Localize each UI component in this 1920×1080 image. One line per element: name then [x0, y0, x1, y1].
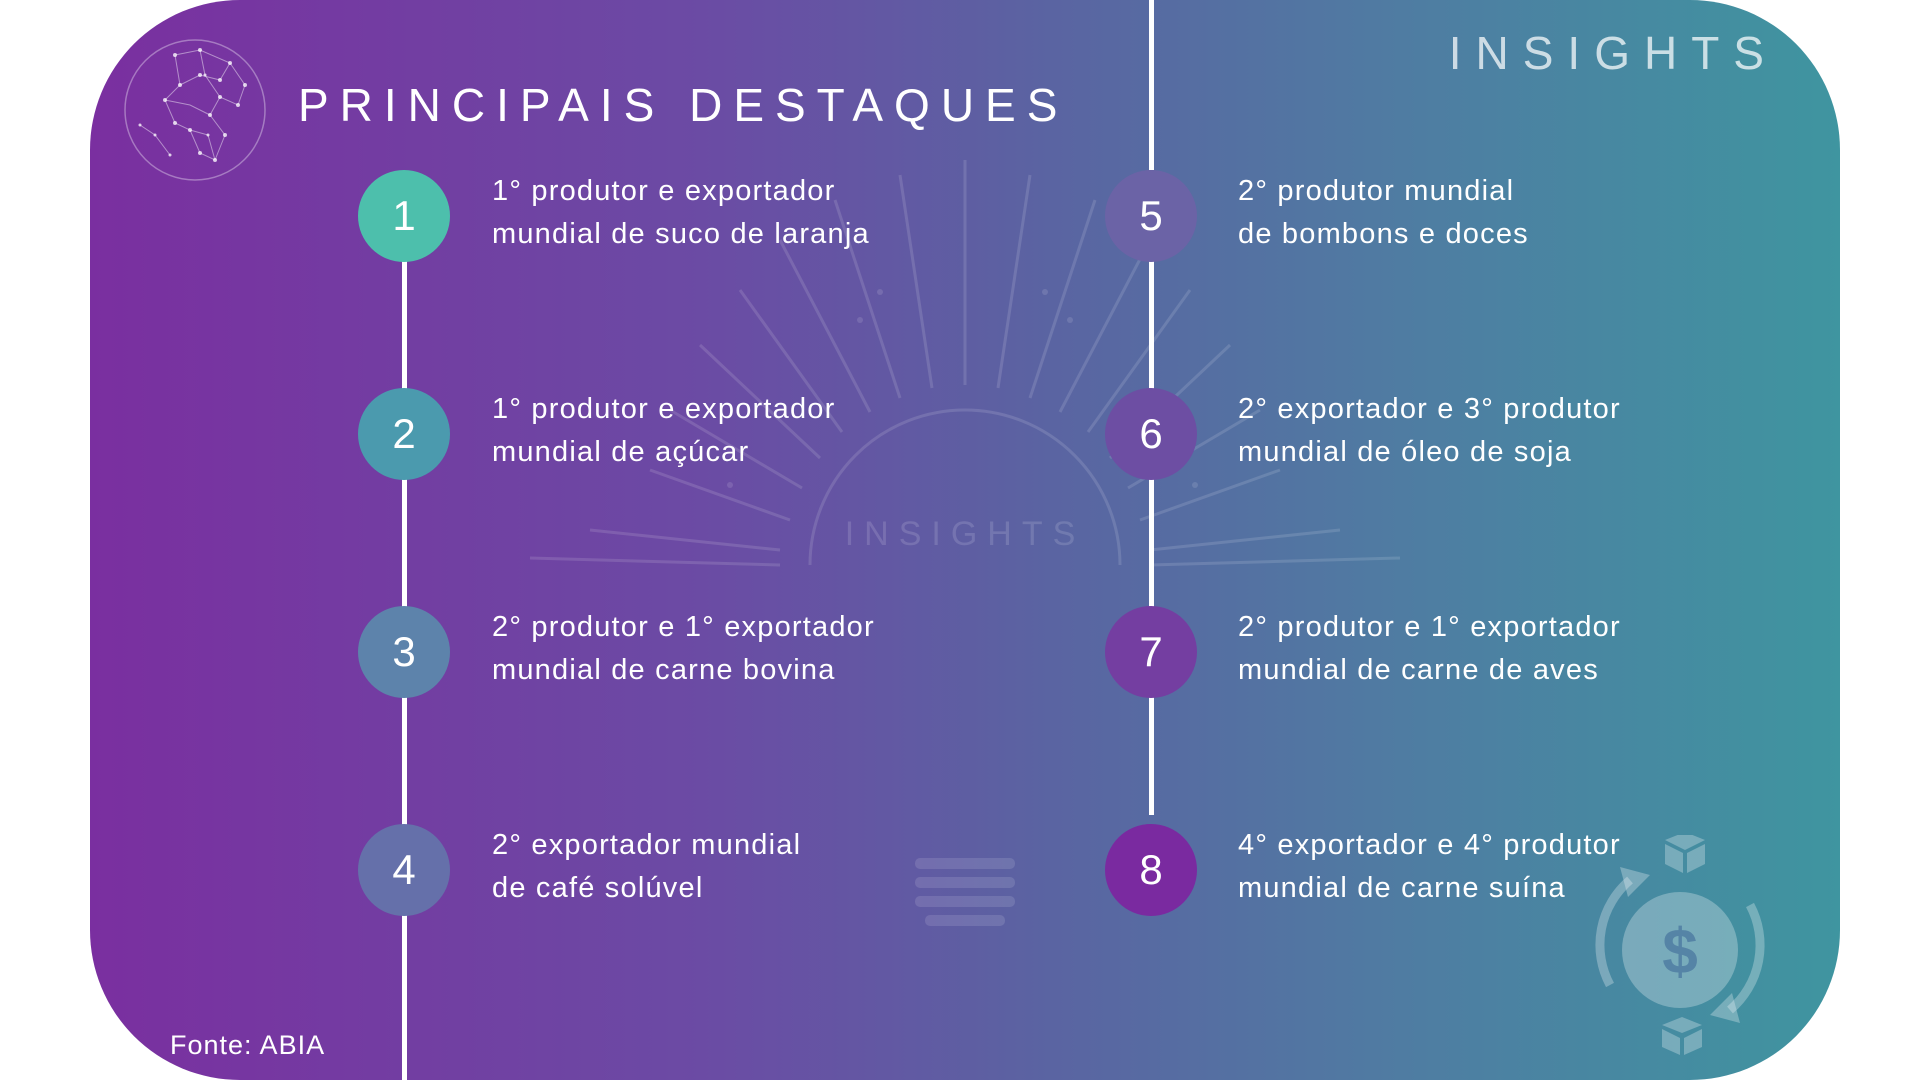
- infographic-card: INSIGHTS PRINCIPAIS DE: [90, 0, 1840, 1080]
- highlight-line-1: 2° exportador mundial: [492, 829, 802, 861]
- highlight-line-2: mundial de óleo de soja: [1238, 436, 1572, 468]
- item-number: 7: [1139, 628, 1163, 675]
- center-divider: [1149, 0, 1154, 170]
- item-number: 1: [392, 192, 416, 239]
- item-number-circle: 1: [358, 170, 450, 262]
- svg-text:INSIGHTS: INSIGHTS: [845, 515, 1086, 553]
- highlight-item: 2° exportador mundial de café solúvel: [492, 824, 801, 910]
- highlight-line-2: de bombons e doces: [1238, 218, 1529, 250]
- highlight-line-1: 4° exportador e 4° produtor: [1238, 829, 1621, 861]
- item-number-circle: 3: [358, 606, 450, 698]
- highlight-item: 2° exportador e 3° produtor mundial de ó…: [1238, 388, 1621, 474]
- highlight-line-1: 2° produtor e 1° exportador: [1238, 611, 1621, 643]
- highlight-item: 4° exportador e 4° produtor mundial de c…: [1238, 824, 1621, 910]
- item-number-circle: 7: [1105, 606, 1197, 698]
- item-number: 4: [392, 846, 416, 893]
- highlight-line-2: de café solúvel: [492, 872, 704, 904]
- highlight-item: 2° produtor e 1° exportador mundial de c…: [1238, 606, 1621, 692]
- highlight-line-1: 1° produtor e exportador: [492, 393, 836, 425]
- highlight-line-2: mundial de carne bovina: [492, 654, 836, 686]
- brand-name: INSIGHTS: [1448, 27, 1778, 79]
- item-number: 5: [1139, 192, 1163, 239]
- highlight-line-2: mundial de açúcar: [492, 436, 750, 468]
- source-caption: Fonte: ABIA: [170, 1030, 326, 1060]
- item-number-circle: 8: [1105, 824, 1197, 916]
- globe-network-icon: [124, 39, 266, 181]
- highlight-line-1: 2° produtor e 1° exportador: [492, 611, 875, 643]
- timeline-line-right: [1149, 215, 1154, 815]
- item-number: 8: [1139, 846, 1163, 893]
- item-number-circle: 6: [1105, 388, 1197, 480]
- highlight-item: 2° produtor e 1° exportador mundial de c…: [492, 606, 875, 692]
- highlight-item: 1° produtor e exportador mundial de açúc…: [492, 388, 835, 474]
- page-title: PRINCIPAIS DESTAQUES: [298, 79, 1069, 131]
- highlight-line-2: mundial de carne suína: [1238, 872, 1566, 904]
- highlight-line-1: 1° produtor e exportador: [492, 175, 836, 207]
- item-number: 3: [392, 628, 416, 675]
- item-number: 2: [392, 410, 416, 457]
- highlight-item: 1° produtor e exportador mundial de suco…: [492, 170, 870, 256]
- item-number-circle: 4: [358, 824, 450, 916]
- highlight-line-1: 2° exportador e 3° produtor: [1238, 393, 1621, 425]
- item-number-circle: 2: [358, 388, 450, 480]
- item-number-circle: 5: [1105, 170, 1197, 262]
- highlight-line-2: mundial de suco de laranja: [492, 218, 870, 250]
- highlight-line-1: 2° produtor mundial: [1238, 175, 1515, 207]
- highlight-item: 2° produtor mundial de bombons e doces: [1238, 170, 1529, 256]
- money-exchange-icon: $: [1595, 835, 1765, 1055]
- highlight-line-2: mundial de carne de aves: [1238, 654, 1599, 686]
- svg-text:$: $: [1662, 915, 1698, 987]
- item-number: 6: [1139, 410, 1163, 457]
